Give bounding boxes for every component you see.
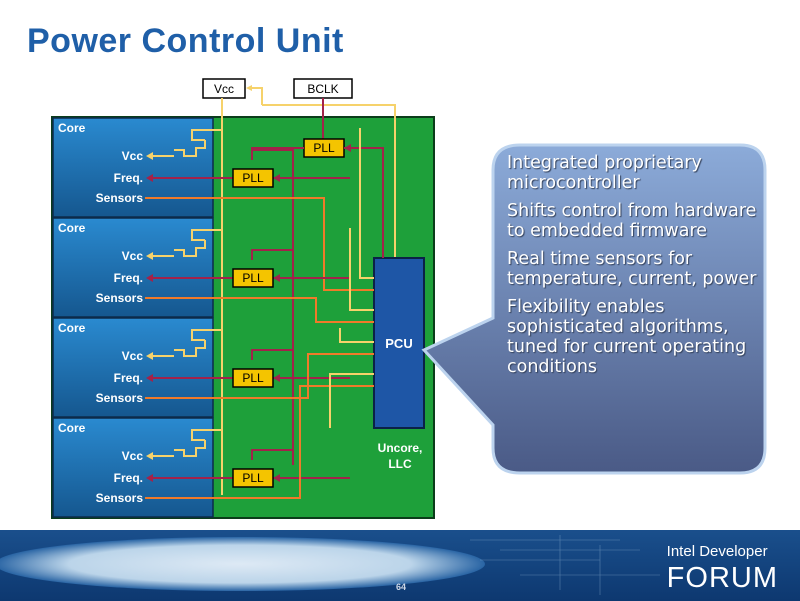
core-3-pll-box bbox=[232, 368, 274, 388]
callout-item-3: Real time sensors for temperature, curre… bbox=[507, 249, 757, 289]
core-1-freq-label: Freq. bbox=[114, 171, 143, 185]
callout-list: Integrated proprietary microcontroller S… bbox=[507, 153, 757, 385]
core-4-freq-label: Freq. bbox=[114, 471, 143, 485]
core-4-sensor-line bbox=[145, 385, 374, 499]
core-4-pll-label: PLL bbox=[242, 471, 264, 485]
core-3-freq-label: Freq. bbox=[114, 371, 143, 385]
pcu-block bbox=[373, 257, 425, 429]
core-3-sensor-line bbox=[145, 353, 374, 399]
core-3-pll-label: PLL bbox=[242, 371, 264, 385]
brand-line-2: FORUM bbox=[666, 562, 778, 594]
callout-item-4: Flexibility enables sophisticated algori… bbox=[507, 297, 747, 377]
core-block-1 bbox=[52, 117, 214, 218]
core-4-vcc-reg bbox=[191, 429, 222, 441]
core-3-vcc-label: Vcc bbox=[122, 349, 144, 363]
core-2-vcc-reg bbox=[191, 229, 222, 241]
core-2-vcc-label: Vcc bbox=[122, 249, 144, 263]
core-block-3 bbox=[52, 317, 214, 418]
core-2-pll-label: PLL bbox=[242, 271, 264, 285]
core-2-label: Core bbox=[58, 221, 86, 235]
vcc-input-label: Vcc bbox=[214, 82, 234, 96]
brand-logo: Intel Developer FORUM bbox=[667, 543, 778, 595]
core-1-vcc-reg bbox=[191, 129, 222, 141]
core-signal-lines bbox=[145, 128, 374, 499]
core-4-lines bbox=[145, 373, 374, 499]
bclk-input-label: BCLK bbox=[307, 82, 338, 96]
uncore-pll-label: PLL bbox=[313, 141, 335, 155]
core-2-sensor-line bbox=[145, 297, 374, 323]
page-number: 64 bbox=[396, 582, 407, 592]
pcu-label: PCU bbox=[385, 336, 412, 351]
core-4-pll-box bbox=[232, 468, 274, 488]
core-3-vcc-reg bbox=[191, 329, 222, 341]
brand-line-1: Intel Developer bbox=[666, 543, 768, 560]
core-1-sensors-label: Sensors bbox=[96, 191, 144, 205]
callout-item-1: Integrated proprietary microcontroller bbox=[507, 153, 702, 193]
core-2-pll-box bbox=[232, 268, 274, 288]
core-1-vcc-label: Vcc bbox=[122, 149, 144, 163]
vcc-feed-lines bbox=[221, 85, 396, 495]
core-3-label: Core bbox=[58, 321, 86, 335]
core-block-4 bbox=[52, 417, 214, 518]
core-1-pll-box bbox=[232, 168, 274, 188]
core-3-sensors-label: Sensors bbox=[96, 391, 144, 405]
vcc-input-box bbox=[202, 78, 246, 99]
core-4-vcc-label: Vcc bbox=[122, 449, 144, 463]
core-3-lines bbox=[145, 328, 374, 399]
core-block-2 bbox=[52, 217, 214, 318]
core-4-sensors-label: Sensors bbox=[96, 491, 144, 505]
callout-item-2: Shifts control from hardware to embedded… bbox=[507, 201, 757, 241]
core-1-pll-label: PLL bbox=[242, 171, 264, 185]
uncore-label-1: Uncore, bbox=[378, 441, 423, 455]
core-1-lines bbox=[145, 128, 374, 291]
footer-band bbox=[0, 530, 800, 601]
core-labels: PLLCoreVccFreq.SensorsPLLCoreVccFreq.Sen… bbox=[58, 121, 264, 505]
core-1-label: Core bbox=[58, 121, 86, 135]
uncore-label-2: LLC bbox=[388, 457, 412, 471]
slide-title: Power Control Unit bbox=[27, 22, 344, 60]
core-2-lines bbox=[145, 228, 374, 323]
core-4-label: Core bbox=[58, 421, 86, 435]
core-2-sensors-label: Sensors bbox=[96, 291, 144, 305]
core-blocks bbox=[52, 117, 214, 518]
core-2-freq-label: Freq. bbox=[114, 271, 143, 285]
